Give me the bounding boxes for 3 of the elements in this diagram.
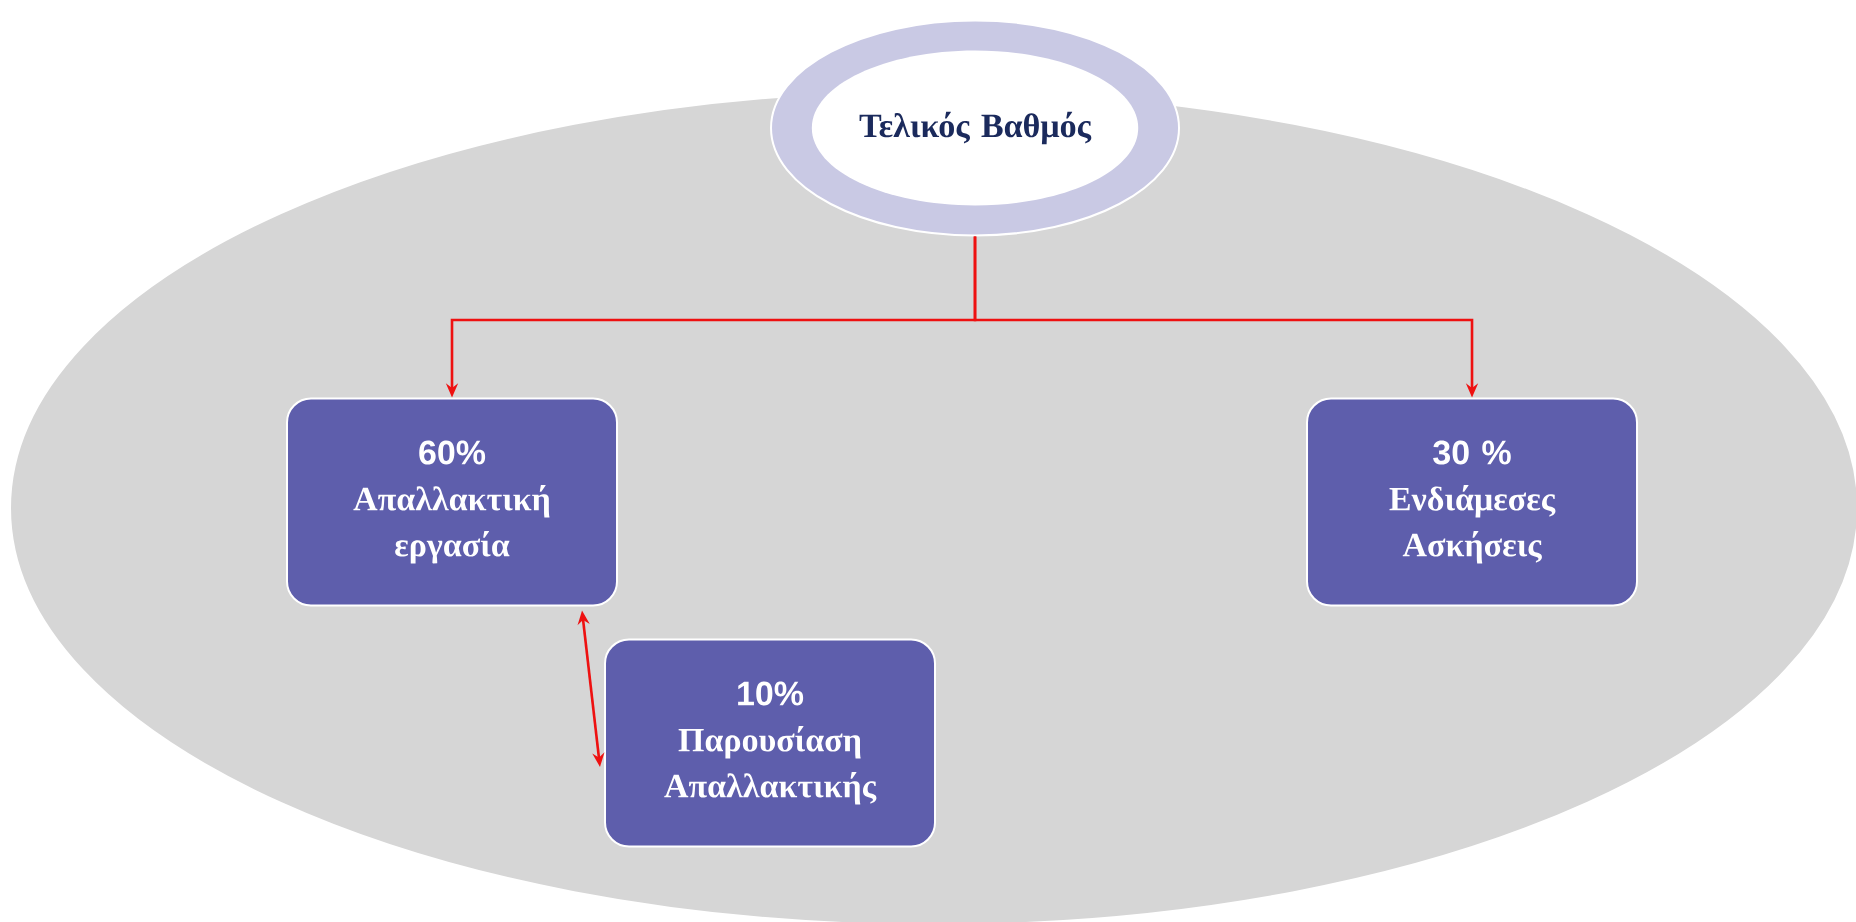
percent-box: 10% Παρουσίαση Απαλλακτικής — [604, 638, 936, 848]
percent-box: 30 % Ενδιάμεσες Ασκήσεις — [1306, 397, 1638, 607]
percent-box: 60% Απαλλακτική εργασία — [286, 397, 618, 607]
